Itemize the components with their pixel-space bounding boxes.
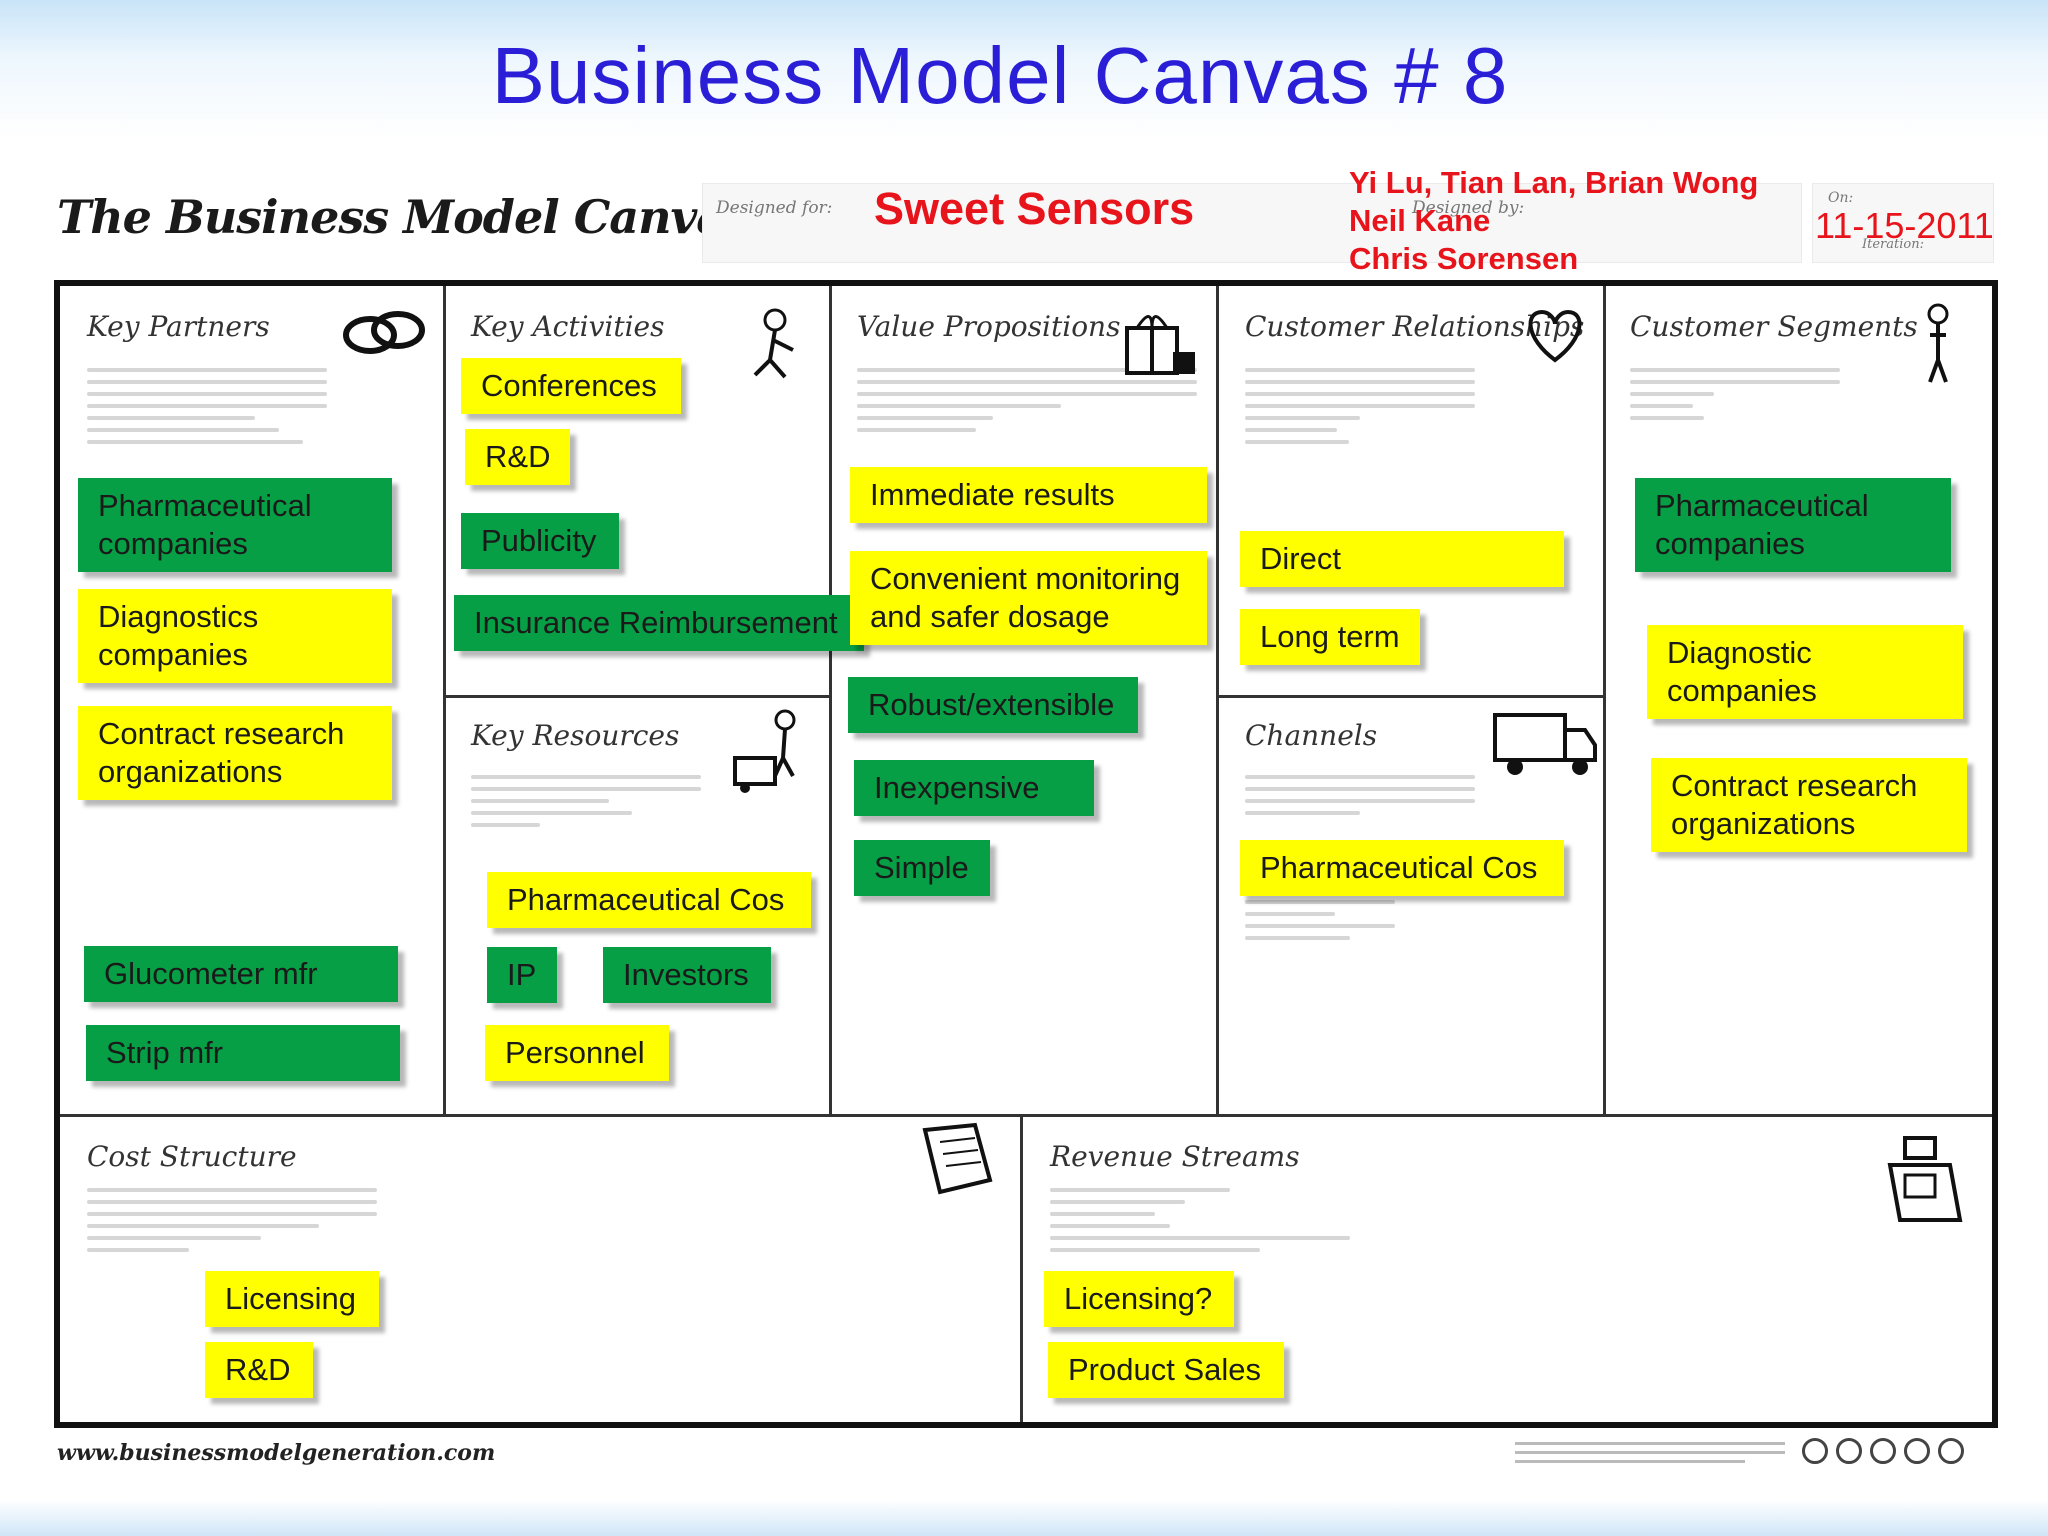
team-members: Yi Lu, Tian Lan, Brian Wong Neil Kane Ch… [1349,164,1758,278]
worker-icon [753,308,794,379]
divider-activities-resources [446,695,829,698]
sticky-note-green: Inexpensive [854,760,1094,816]
team-member-line: Neil Kane [1349,203,1491,238]
cc-icon [1802,1438,1828,1464]
cc-by-icon [1836,1438,1862,1464]
sticky-note-green: Robust/extensible [848,677,1138,733]
cc-attribution-icon [1938,1438,1964,1464]
sticky-note-green: Publicity [461,513,619,569]
sticky-note-yellow: Personnel [485,1025,669,1081]
sticky-note-green: Pharmaceutical companies [1635,478,1951,572]
on-label: On: [1828,190,1854,206]
sticky-note-yellow: R&D [465,429,570,485]
divider-relationships-segments [1603,286,1606,1116]
footer-url: www.businessmodelgeneration.com [57,1440,496,1466]
receipt-icon [922,1122,993,1195]
cash-register-icon [1887,1136,1963,1222]
fineprint [471,775,701,835]
channels-title: Channels [1245,719,1378,752]
team-member-line: Chris Sorensen [1349,241,1579,276]
revenue-streams-title: Revenue Streams [1050,1140,1300,1173]
key-partners-title: Key Partners [87,310,270,343]
fineprint [87,1188,377,1260]
slide-bottom-band [0,1500,2048,1536]
team-member-line: Yi Lu, Tian Lan, Brian Wong [1349,165,1759,200]
sticky-note-yellow: Diagnostic companies [1647,625,1963,719]
truck-icon [1493,713,1597,775]
sticky-note-yellow: R&D [205,1342,313,1398]
sticky-note-yellow: Contract research organizations [78,706,392,800]
sticky-note-yellow: Direct [1240,531,1564,587]
sticky-note-green: Strip mfr [86,1025,400,1081]
designed-for-label: Designed for: [716,198,833,218]
forklift-worker-icon [733,709,796,793]
sticky-note-green: Pharmaceutical companies [78,478,392,572]
sticky-note-green: Insurance Reimbursement [454,595,864,651]
fineprint [1245,775,1475,823]
customer-segments-title: Customer Segments [1630,310,1918,343]
person-icon [1927,303,1949,383]
cc-sa-icon [1870,1438,1896,1464]
iteration-label: Iteration: [1862,237,1924,252]
key-resources-title: Key Resources [471,719,680,752]
customer-relationships-title: Customer Relationships [1245,310,1585,343]
slide-title: Business Model Canvas # 8 [491,31,1509,120]
license-fineprint [1515,1442,1785,1469]
creative-commons-icons [1802,1438,1964,1464]
cc-nc-icon [1904,1438,1930,1464]
sticky-note-yellow: Conferences [461,358,681,414]
sticky-note-green: Investors [603,947,771,1003]
divider-relationships-channels [1219,695,1603,698]
sticky-note-yellow: Licensing [205,1271,379,1327]
fineprint [1630,368,1840,428]
sticky-note-yellow: Pharmaceutical Cos [487,872,811,928]
project-name: Sweet Sensors [874,183,1195,234]
heart-icon [1528,309,1582,363]
canvas-date: 11-15-2011 [1815,205,1994,246]
value-propositions-title: Value Propositions [857,310,1121,343]
divider-value-relationships [1216,286,1219,1116]
canvas-heading: The Business Model Canvas [57,190,751,244]
sticky-note-yellow: Contract research organizations [1651,758,1967,852]
divider-top-bottom [60,1114,1992,1117]
gift-icon [1125,315,1195,375]
divider-partners-activities [443,286,446,1116]
date-box [1812,183,1994,263]
sticky-note-green: IP [487,947,557,1003]
chain-link-icon [343,311,425,354]
sticky-note-yellow: Pharmaceutical Cos [1240,840,1564,896]
sticky-note-yellow: Convenient monitoring and safer dosage [850,551,1207,645]
cost-structure-title: Cost Structure [87,1140,297,1173]
fineprint [1245,368,1475,452]
fineprint [1245,900,1395,948]
sticky-note-yellow: Long term [1240,609,1420,665]
fineprint [87,368,327,452]
fineprint [1050,1188,1350,1260]
sticky-note-green: Simple [854,840,990,896]
designed-for-box [702,183,1802,263]
designed-by-label: Designed by: [1412,198,1525,218]
sticky-note-yellow: Product Sales [1048,1342,1284,1398]
divider-cost-revenue [1020,1114,1023,1422]
sticky-note-yellow: Immediate results [850,467,1207,523]
sticky-note-green: Glucometer mfr [84,946,398,1002]
divider-activities-value [829,286,832,1116]
fineprint [857,368,1197,440]
sticky-note-yellow: Diagnostics companies [78,589,392,683]
key-activities-title: Key Activities [471,310,665,343]
sticky-note-yellow: Licensing? [1044,1271,1234,1327]
